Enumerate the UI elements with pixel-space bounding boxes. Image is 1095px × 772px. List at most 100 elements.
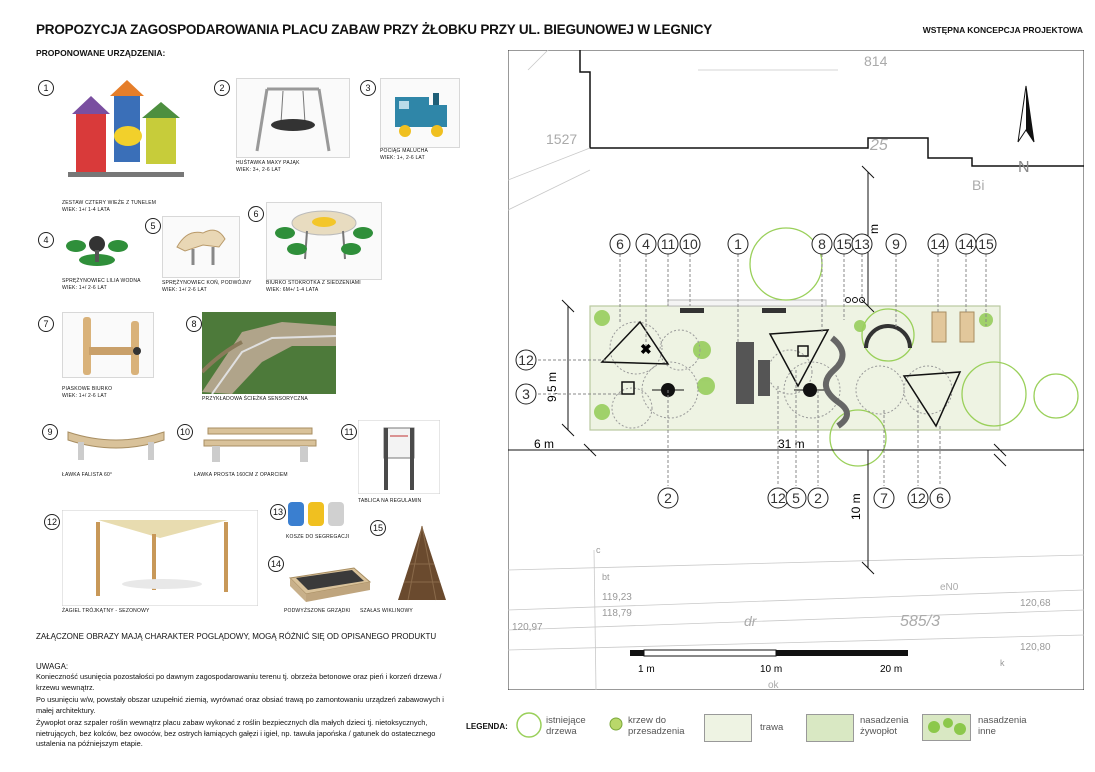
callout-circle [885,233,907,255]
callout-number: 11 [661,236,676,252]
svg-text:N: N [1018,159,1030,176]
legend-shrub-icon [609,717,623,731]
devices-heading: PROPONOWANE URZĄDZENIA: [36,48,166,58]
page-title: PROPOZYCJA ZAGOSPODAROWANIA PLACU ZABAW … [36,22,713,37]
legend-label: krzew do przesadzenia [628,715,685,737]
parcel-label: 814 [864,53,888,69]
callout-number: 12 [770,490,786,506]
callout-circle [929,487,951,509]
callout-number: 8 [818,236,826,252]
device-number: 10 [177,424,193,440]
elevation-label: 120,68 [1020,598,1051,609]
device-caption: SPRĘŻYNOWIEC LILIA WODNA WIEK: 1+/ 2-6 L… [62,278,141,291]
device-image-daisy-desk [266,202,382,280]
device-caption: PODWYŻSZONE GRZĄDKI [284,608,351,614]
callouts-left: 123 [515,349,537,405]
scale-label: 10 m [760,664,782,675]
device-number: 12 [44,514,60,530]
callout-number: 7 [880,490,888,506]
map-label: ok [768,680,780,690]
scale-label: 1 m [638,664,655,675]
device-image-sail [62,510,258,606]
device-number: 9 [42,424,58,440]
device-image-bins [288,502,344,526]
north-arrow-icon: N [1017,85,1035,176]
callout-number: 2 [814,490,822,506]
device-number: 1 [38,80,54,96]
map-label: c [596,545,601,555]
device-caption: HUŚTAWKA MAXY PAJĄK WIEK: 3+, 2-6 LAT [236,160,300,173]
callout-circle [907,487,929,509]
device-image-horse [162,216,240,278]
callout-number: 2 [664,490,672,506]
elevation-label: 120,80 [1020,642,1051,653]
uwaga-paragraph: Po usunięciu w/w, powstały obszar uzupeł… [36,695,444,715]
uwaga-paragraph: Żywopłot oraz szpaler roślin wewnątrz pl… [36,718,436,748]
uwaga-paragraph: Konieczność usunięcia pozostałości po da… [36,672,442,692]
callout-number: 9 [892,236,900,252]
callout-circle [851,233,873,255]
legend-label: trawa [760,722,784,733]
elevation-label: 120,97 [512,622,543,633]
callout-circle [515,349,537,371]
dim-label: 9,5 m [545,372,559,402]
callout-number: 15 [978,236,994,252]
device-image-wave-bench [67,431,165,460]
device-number: 3 [360,80,376,96]
callout-number: 14 [930,236,946,252]
scale-label: 20 m [880,664,902,675]
parcel-label: 585/3 [900,613,940,630]
callout-circle [515,383,537,405]
device-image-board [358,420,440,494]
map-label: k [1000,658,1005,668]
device-caption: ŻAGIEL TRÓJKĄTNY - SEZONOWY [62,608,150,614]
legend-label: nasadzenia inne [978,715,1027,737]
dim-label: 31 m [778,437,805,451]
device-image-lily [66,236,128,266]
device-caption: ZESTAW CZTERY WIEŻE Z TUNELEM WIEK: 1+/ … [62,200,157,213]
map-label: dr [744,613,758,629]
device-image-swing [236,78,350,158]
callout-circle [609,233,631,255]
map-label: bt [602,572,610,582]
uwaga-title: UWAGA: [36,662,69,671]
elevation-label: 118,79 [602,608,632,619]
device-image-raised-beds [288,567,372,602]
device-image-towers [68,80,184,177]
device-number: 15 [370,520,386,536]
legend-tree-icon [516,712,542,738]
callout-number: 14 [958,236,974,252]
device-number: 2 [214,80,230,96]
elevation-label: 119,23 [602,592,632,603]
callout-number: 6 [616,236,624,252]
device-number: 7 [38,316,54,332]
illustration-note: ZAŁĄCZONE OBRAZY MAJĄ CHARAKTER POGLĄDOW… [36,632,437,641]
dim-label: 10 m [849,493,863,520]
building-outline [579,50,1084,167]
callout-circle [927,233,949,255]
device-image-sand-desk [62,312,154,378]
device-caption: ŁAWKA PROSTA 160cm Z OPARCIEM [194,472,288,478]
device-number: 14 [268,556,284,572]
callout-number: 15 [836,236,852,252]
device-image-sensory-path [202,312,336,394]
legend-hedge-swatch [806,714,854,742]
map-label: eN0 [940,582,959,593]
callout-number: 5 [792,490,800,506]
callout-circle [975,233,997,255]
callout-circle [679,233,701,255]
legend-grass-swatch [704,714,752,742]
callout-number: 13 [854,236,870,252]
device-caption: SPRĘŻYNOWIEC KOŃ, PODWÓJNY WIEK: 1+/ 2-6… [162,280,252,293]
callout-number: 4 [642,236,650,252]
legend-title: LEGENDA: [466,722,508,731]
device-caption: TABLICA NA REGULAMIN [358,498,422,504]
callout-circle [807,487,829,509]
callout-circle [657,233,679,255]
device-number: 13 [270,504,286,520]
callout-circle [657,487,679,509]
callout-number: 12 [910,490,926,506]
device-number: 4 [38,232,54,248]
callout-circle [873,487,895,509]
